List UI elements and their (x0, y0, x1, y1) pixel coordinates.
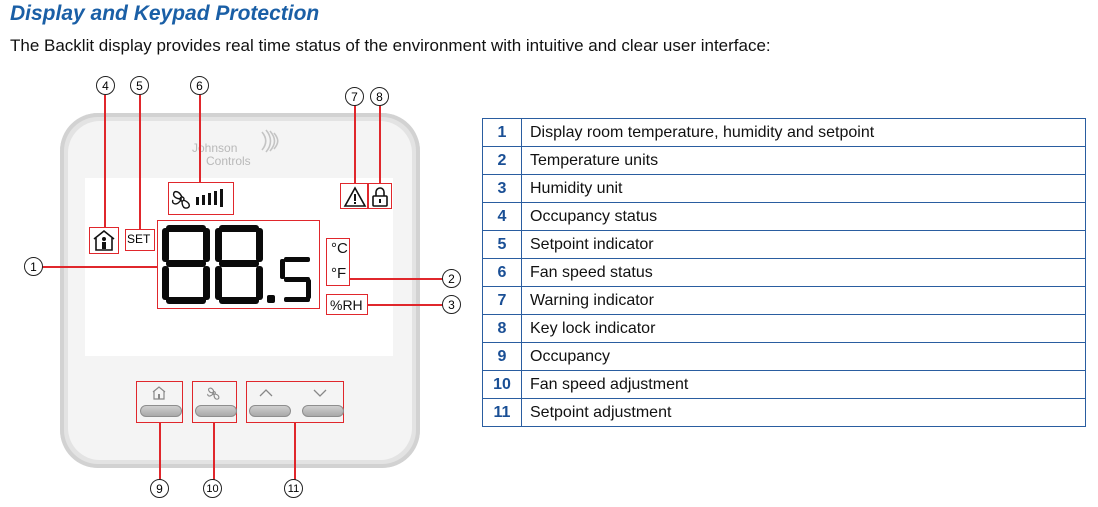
leader-line-7 (354, 105, 356, 184)
legend-number: 8 (482, 314, 522, 343)
callout-box-display (157, 220, 320, 309)
legend-number: 11 (482, 398, 522, 427)
unit-celsius: °C (331, 240, 348, 257)
callout-8: 8 (370, 87, 389, 106)
legend-number: 5 (482, 230, 522, 259)
callout-box-humidity (326, 294, 368, 315)
callout-box-occupancy (89, 227, 119, 254)
setpoint-indicator: SET (127, 232, 151, 246)
legend-number: 10 (482, 370, 522, 399)
page-subtitle: The Backlit display provides real time s… (10, 36, 771, 55)
leader-line-3 (367, 304, 443, 306)
legend-description: Display room temperature, humidity and s… (521, 118, 1086, 147)
callout-box-warning (340, 183, 368, 209)
brand-logo: Johnson Controls (192, 129, 279, 168)
legend-number: 3 (482, 174, 522, 203)
brand-line2: Controls (206, 154, 251, 168)
legend-number: 1 (482, 118, 522, 147)
up-arrow-icon (259, 389, 273, 397)
callout-10: 10 (203, 479, 222, 498)
callout-box-setpoint (125, 229, 155, 251)
occupancy-button[interactable] (140, 405, 182, 417)
legend-description: Fan speed adjustment (521, 370, 1086, 399)
legend-description: Humidity unit (521, 174, 1086, 203)
leader-line-4 (104, 95, 106, 228)
temperature-digits (162, 225, 311, 304)
setpoint-up-button[interactable] (249, 405, 291, 417)
legend-description: Occupancy (521, 342, 1086, 371)
callout-box-lock (368, 183, 392, 209)
warning-icon (343, 186, 367, 207)
unit-fahrenheit: °F (331, 265, 347, 282)
unit-humidity: %RH (330, 297, 363, 313)
leader-line-1 (42, 266, 158, 268)
legend-number: 4 (482, 202, 522, 231)
callout-2: 2 (442, 269, 461, 288)
fan-icon (171, 189, 223, 209)
legend-number: 6 (482, 258, 522, 287)
occupancy-icon (93, 229, 115, 251)
callout-box-fan-button (192, 381, 237, 423)
leader-line-6 (199, 95, 201, 183)
setpoint-down-button[interactable] (302, 405, 344, 417)
home-button-icon (152, 386, 166, 400)
callout-3: 3 (442, 295, 461, 314)
leader-line-10 (213, 423, 215, 480)
fan-speed-button[interactable] (195, 405, 237, 417)
fan-button-icon (207, 387, 220, 400)
brand-mark-icon (261, 129, 279, 153)
leader-line-5 (139, 95, 141, 230)
callout-6: 6 (190, 76, 209, 95)
callout-5: 5 (130, 76, 149, 95)
legend-description: Setpoint adjustment (521, 398, 1086, 427)
callout-box-setpoint-buttons (246, 381, 344, 423)
leader-line-9 (159, 423, 161, 480)
lock-icon (372, 187, 388, 207)
callout-11: 11 (284, 479, 303, 498)
down-arrow-icon (313, 389, 327, 397)
page-title: Display and Keypad Protection (10, 2, 320, 25)
legend-number: 9 (482, 342, 522, 371)
callout-box-occupancy-button (136, 381, 183, 423)
legend-description: Warning indicator (521, 286, 1086, 315)
legend-number: 7 (482, 286, 522, 315)
legend-description: Temperature units (521, 146, 1086, 175)
legend-description: Fan speed status (521, 258, 1086, 287)
callout-1: 1 (24, 257, 43, 276)
leader-line-8 (379, 105, 381, 184)
brand-line1: Johnson (192, 141, 238, 155)
callout-box-fan (168, 182, 234, 215)
callout-9: 9 (150, 479, 169, 498)
legend-number: 2 (482, 146, 522, 175)
leader-line-11 (294, 423, 296, 480)
callout-7: 7 (345, 87, 364, 106)
legend-description: Occupancy status (521, 202, 1086, 231)
leader-line-2 (349, 278, 443, 280)
callout-4: 4 (96, 76, 115, 95)
legend-description: Setpoint indicator (521, 230, 1086, 259)
legend-description: Key lock indicator (521, 314, 1086, 343)
callout-box-temp-units (326, 238, 350, 286)
